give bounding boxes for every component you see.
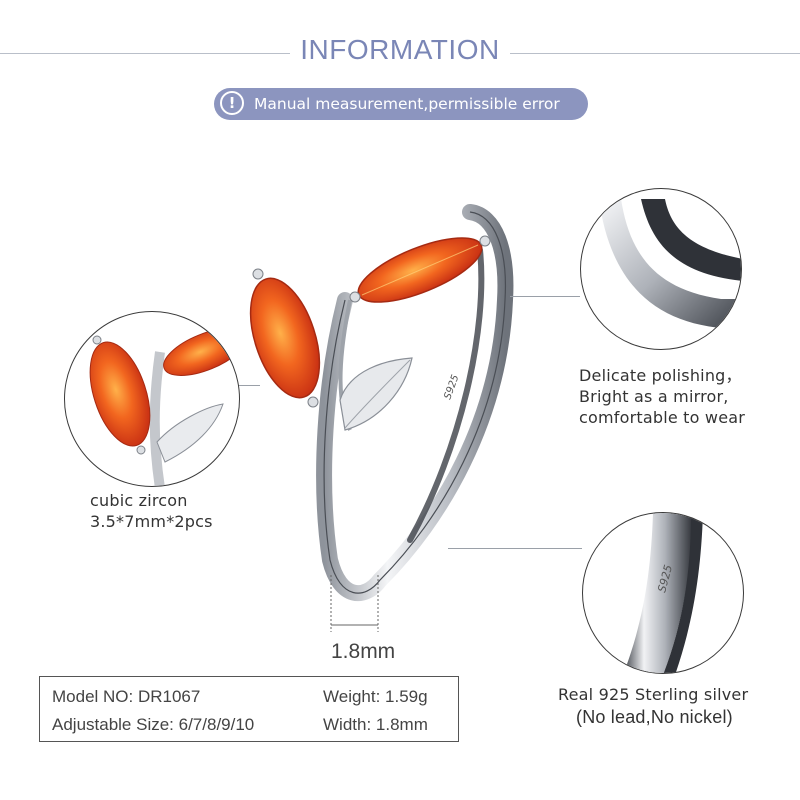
leader-line-silver: [448, 548, 582, 549]
ring-product-image: S925: [249, 204, 514, 632]
ring-stamp: S925: [442, 373, 461, 401]
exclamation-icon: !: [220, 91, 244, 115]
header-rule-right: [510, 53, 800, 54]
leader-line-zircon: [238, 385, 260, 386]
notice-badge: ! Manual measurement,permissible error: [214, 88, 588, 120]
zircon-closeup-image: [89, 328, 239, 486]
zircon-detail-circle: [64, 311, 240, 487]
spec-model: Model NO: DR1067: [52, 687, 201, 706]
leader-line-polish: [510, 296, 580, 297]
polish-description: Delicate polishing， Bright as a mirror, …: [579, 366, 746, 427]
spec-weight: Weight: 1.59g: [323, 687, 428, 706]
width-dimension-label: 1.8mm: [331, 640, 396, 663]
spec-width: Width: 1.8mm: [323, 715, 428, 734]
silver-detail-circle: S925: [582, 512, 744, 674]
page-title: INFORMATION: [300, 34, 500, 65]
zircon-description: cubic zircon 3.5*7mm*2pcs: [90, 491, 213, 531]
silver-closeup-image: S925: [623, 513, 703, 673]
polish-detail-circle: [580, 188, 742, 350]
silver-description: Real 925 Sterling silver (No lead,No nic…: [558, 685, 749, 727]
notice-text: Manual measurement,permissible error: [254, 95, 560, 113]
polish-closeup-image: [599, 199, 741, 329]
spec-size: Adjustable Size: 6/7/8/9/10: [52, 715, 255, 734]
header-rule-left: [0, 53, 290, 54]
spec-box: Model NO: DR1067 Weight: 1.59g Adjustabl…: [39, 676, 459, 742]
